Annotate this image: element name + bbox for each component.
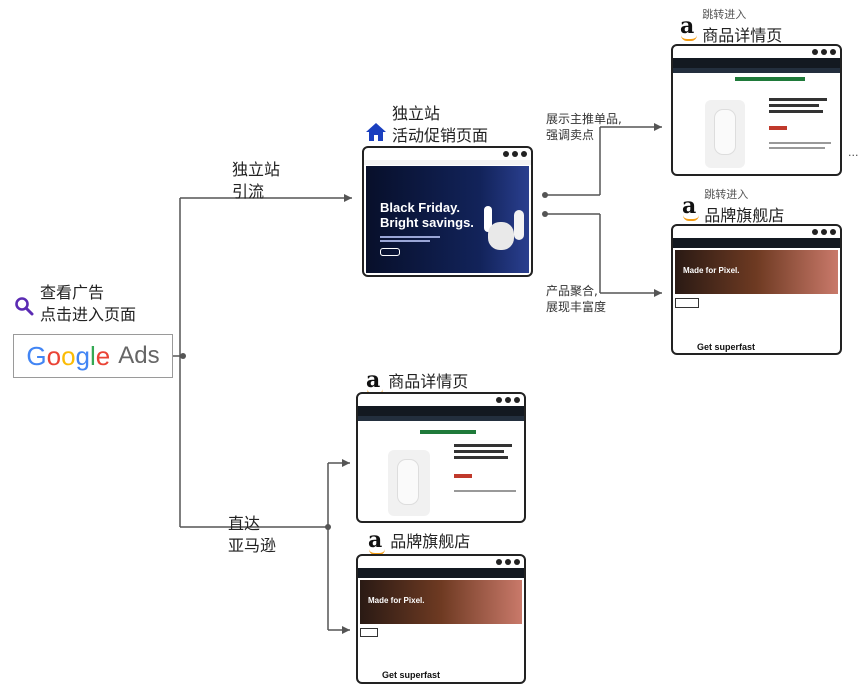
product-page-label: 商品详情页 xyxy=(702,26,783,45)
product-page-screenshot-top xyxy=(671,44,842,176)
promo-headline-2: Bright savings. xyxy=(380,215,474,230)
brand-store-screenshot-top: Made for Pixel. Get superfast xyxy=(671,224,842,355)
promo-banner: Black Friday.Bright savings. xyxy=(366,166,529,273)
brand-banner: Made for Pixel. xyxy=(675,250,838,294)
brand-store-label: 品牌旗舰店 xyxy=(704,206,785,225)
google-logo: Google xyxy=(26,340,111,371)
amazon-logo-icon: a xyxy=(680,13,698,41)
jump-label: 跳转进入 xyxy=(704,188,749,201)
product-page-screenshot-bottom xyxy=(356,392,526,523)
search-icon xyxy=(14,296,34,320)
branch-bottom-line2: 亚马逊 xyxy=(228,536,277,555)
edge-bottom-line1: 产品聚合, xyxy=(546,284,598,298)
promo-page-screenshot: Black Friday.Bright savings. xyxy=(362,146,533,277)
amazon-logo-icon: a xyxy=(368,527,386,555)
brand-banner: Made for Pixel. xyxy=(360,580,522,624)
amazon-brand-label-bottom: a 品牌旗舰店 xyxy=(368,527,471,555)
independent-site-subtitle: 活动促销页面 xyxy=(392,126,489,145)
branch-top-line2: 引流 xyxy=(232,182,265,201)
amazon-logo-icon: a xyxy=(682,193,700,221)
ellipsis-text: ... xyxy=(848,146,859,159)
brand-headline: Made for Pixel. xyxy=(368,596,425,605)
edge-bottom-line2: 展现丰富度 xyxy=(546,300,607,314)
ads-text: Ads xyxy=(118,342,160,369)
home-icon xyxy=(365,122,387,146)
google-ads-logo: Google Ads xyxy=(13,334,173,378)
jump-label: 跳转进入 xyxy=(702,8,747,21)
brand-footer: Get superfast xyxy=(697,342,756,352)
branch-bottom-line1: 直达 xyxy=(228,514,261,533)
brand-store-screenshot-bottom: Made for Pixel. Get superfast xyxy=(356,554,526,684)
promo-headline-1: Black Friday. xyxy=(380,200,460,215)
edge-top-line2: 强调卖点 xyxy=(546,128,595,142)
brand-store-label: 品牌旗舰店 xyxy=(390,532,471,551)
caption-view-ad: 查看广告 xyxy=(40,283,105,302)
brand-headline: Made for Pixel. xyxy=(683,266,740,275)
brand-footer: Get superfast xyxy=(382,670,441,680)
branch-top-line1: 独立站 xyxy=(232,160,281,179)
independent-site-title: 独立站 xyxy=(392,104,441,123)
amazon-brand-label-top: a 跳转进入品牌旗舰店 xyxy=(682,186,784,226)
product-page-label: 商品详情页 xyxy=(388,372,469,391)
caption-click-enter: 点击进入页面 xyxy=(40,305,137,324)
amazon-product-label-bottom: a 商品详情页 xyxy=(366,367,469,395)
amazon-product-label-top: a 跳转进入商品详情页 xyxy=(680,6,782,46)
edge-top-line1: 展示主推单品, xyxy=(546,112,622,126)
amazon-logo-icon: a xyxy=(366,367,384,395)
